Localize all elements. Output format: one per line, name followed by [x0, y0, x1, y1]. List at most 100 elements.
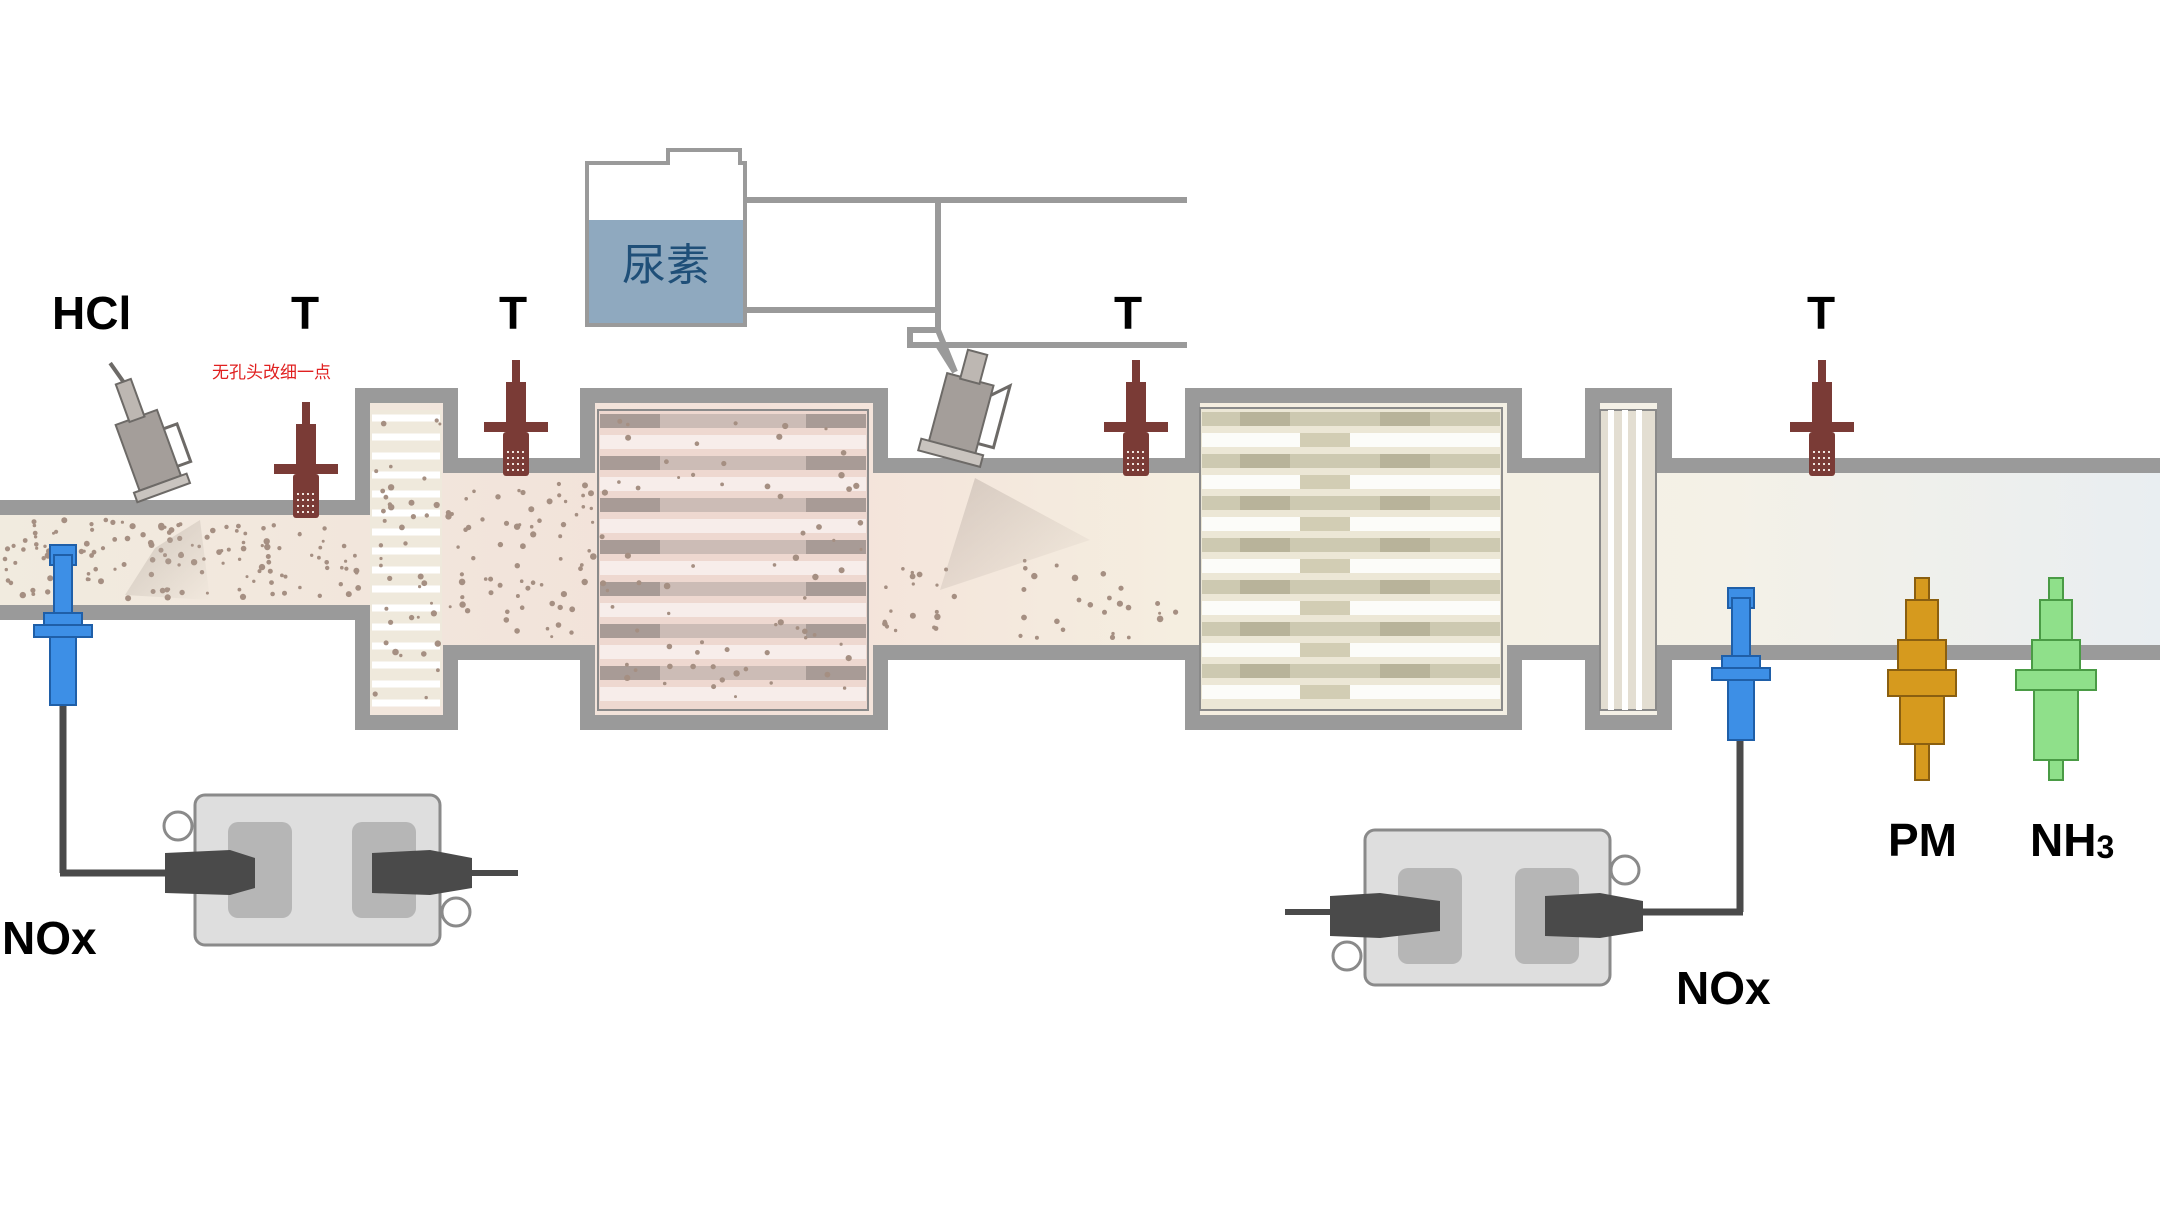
dpf-channel: [600, 540, 866, 554]
soot-particle: [43, 544, 47, 548]
dpf-plug: [806, 582, 866, 596]
soot-particle: [549, 600, 555, 607]
soot-particle: [265, 554, 271, 559]
soot-particle: [61, 517, 68, 524]
soot-particle: [802, 628, 808, 635]
soot-particle: [518, 523, 522, 527]
soot-particle: [691, 472, 696, 477]
soot-particle: [934, 609, 939, 614]
scr-cell: [1300, 685, 1350, 699]
soot-particle: [382, 518, 387, 523]
soot-particle: [812, 633, 817, 637]
soot-particle: [764, 650, 770, 656]
soot-particle: [733, 670, 740, 677]
soot-particle: [449, 512, 454, 516]
soot-particle: [33, 535, 38, 539]
soot-particle: [341, 543, 347, 549]
label-nh3-base: NH: [2030, 814, 2097, 866]
soot-particle: [624, 552, 632, 559]
dpf-plug: [600, 624, 660, 638]
soot-particle: [245, 575, 249, 579]
soot-particle: [617, 480, 621, 484]
soot-particle: [280, 573, 284, 578]
soot-particle: [838, 567, 845, 574]
soot-particle: [624, 674, 631, 682]
soot-particle: [626, 422, 630, 427]
soot-particle: [839, 642, 843, 646]
soot-particle: [424, 695, 428, 700]
soot-particle: [354, 570, 359, 575]
soot-particle: [418, 585, 422, 589]
soot-particle: [31, 592, 36, 596]
soot-particle: [838, 472, 845, 479]
temperature-sensors: [274, 360, 1854, 518]
soot-particle: [448, 605, 452, 609]
soot-particle: [933, 626, 939, 631]
soot-particle: [32, 523, 37, 528]
soot-particle: [569, 630, 574, 635]
soot-particle: [252, 579, 256, 583]
soot-particle: [581, 493, 585, 498]
soot-particle: [83, 540, 90, 547]
soot-particle: [556, 481, 562, 487]
dpf-plug: [600, 456, 660, 470]
soot-particle: [388, 619, 394, 625]
soot-particle: [555, 622, 562, 628]
soot-particle: [258, 563, 266, 571]
soot-particle: [774, 622, 778, 627]
soot-particle: [1021, 587, 1027, 592]
soot-particle: [558, 557, 563, 561]
scr-cell: [1380, 496, 1430, 510]
soot-particle: [824, 671, 831, 678]
soot-particle: [1076, 597, 1082, 603]
nh3-sensor: [2015, 577, 2097, 781]
soot-particle: [769, 681, 773, 685]
soot-particle: [910, 570, 914, 575]
dpf-channel: [600, 603, 866, 617]
soot-particle: [221, 561, 225, 565]
soot-particle: [417, 573, 424, 580]
soot-particle: [459, 601, 466, 608]
soot-particle: [530, 531, 537, 538]
soot-particle: [34, 542, 39, 547]
soot-particle: [86, 572, 91, 576]
temp-sensor-tip: [1123, 432, 1149, 476]
temp-sensor-wire: [1132, 360, 1140, 382]
dpf-brick: [597, 409, 869, 711]
soot-particle: [1087, 602, 1094, 608]
soot-particle: [558, 534, 563, 539]
soot-particle: [1158, 611, 1162, 615]
temp-sensor-1: [274, 402, 338, 518]
dpf-channel: [600, 624, 866, 638]
hcl-dosing-injector: [108, 361, 210, 600]
scr-channel: [1202, 433, 1500, 447]
soot-particle: [226, 547, 231, 552]
soot-particle: [240, 545, 247, 552]
soot-particle: [816, 524, 822, 530]
soot-particle: [236, 523, 241, 529]
soot-particle: [666, 643, 673, 650]
soot-particle: [1054, 563, 1059, 568]
soot-particle: [550, 635, 554, 639]
soot-particle: [378, 543, 384, 548]
soot-particle: [582, 482, 588, 489]
scr-cell: [1240, 664, 1290, 678]
temp-sensor-wire: [302, 402, 310, 424]
soot-particle: [845, 655, 852, 662]
scr-cell: [1300, 601, 1350, 615]
soot-particle: [635, 485, 641, 491]
soot-particle: [408, 499, 415, 506]
soot-particle: [1116, 600, 1123, 607]
soot-particle: [338, 582, 343, 587]
asc-brick: [1599, 409, 1657, 711]
soot-particle: [1023, 566, 1028, 571]
soot-particle: [434, 418, 439, 423]
soot-particle: [269, 580, 274, 585]
soot-particle: [525, 585, 531, 591]
soot-particle: [517, 488, 521, 493]
soot-particle: [664, 459, 669, 465]
soot-particle: [515, 594, 520, 598]
soot-particle: [589, 506, 593, 511]
soot-particle: [317, 555, 321, 560]
